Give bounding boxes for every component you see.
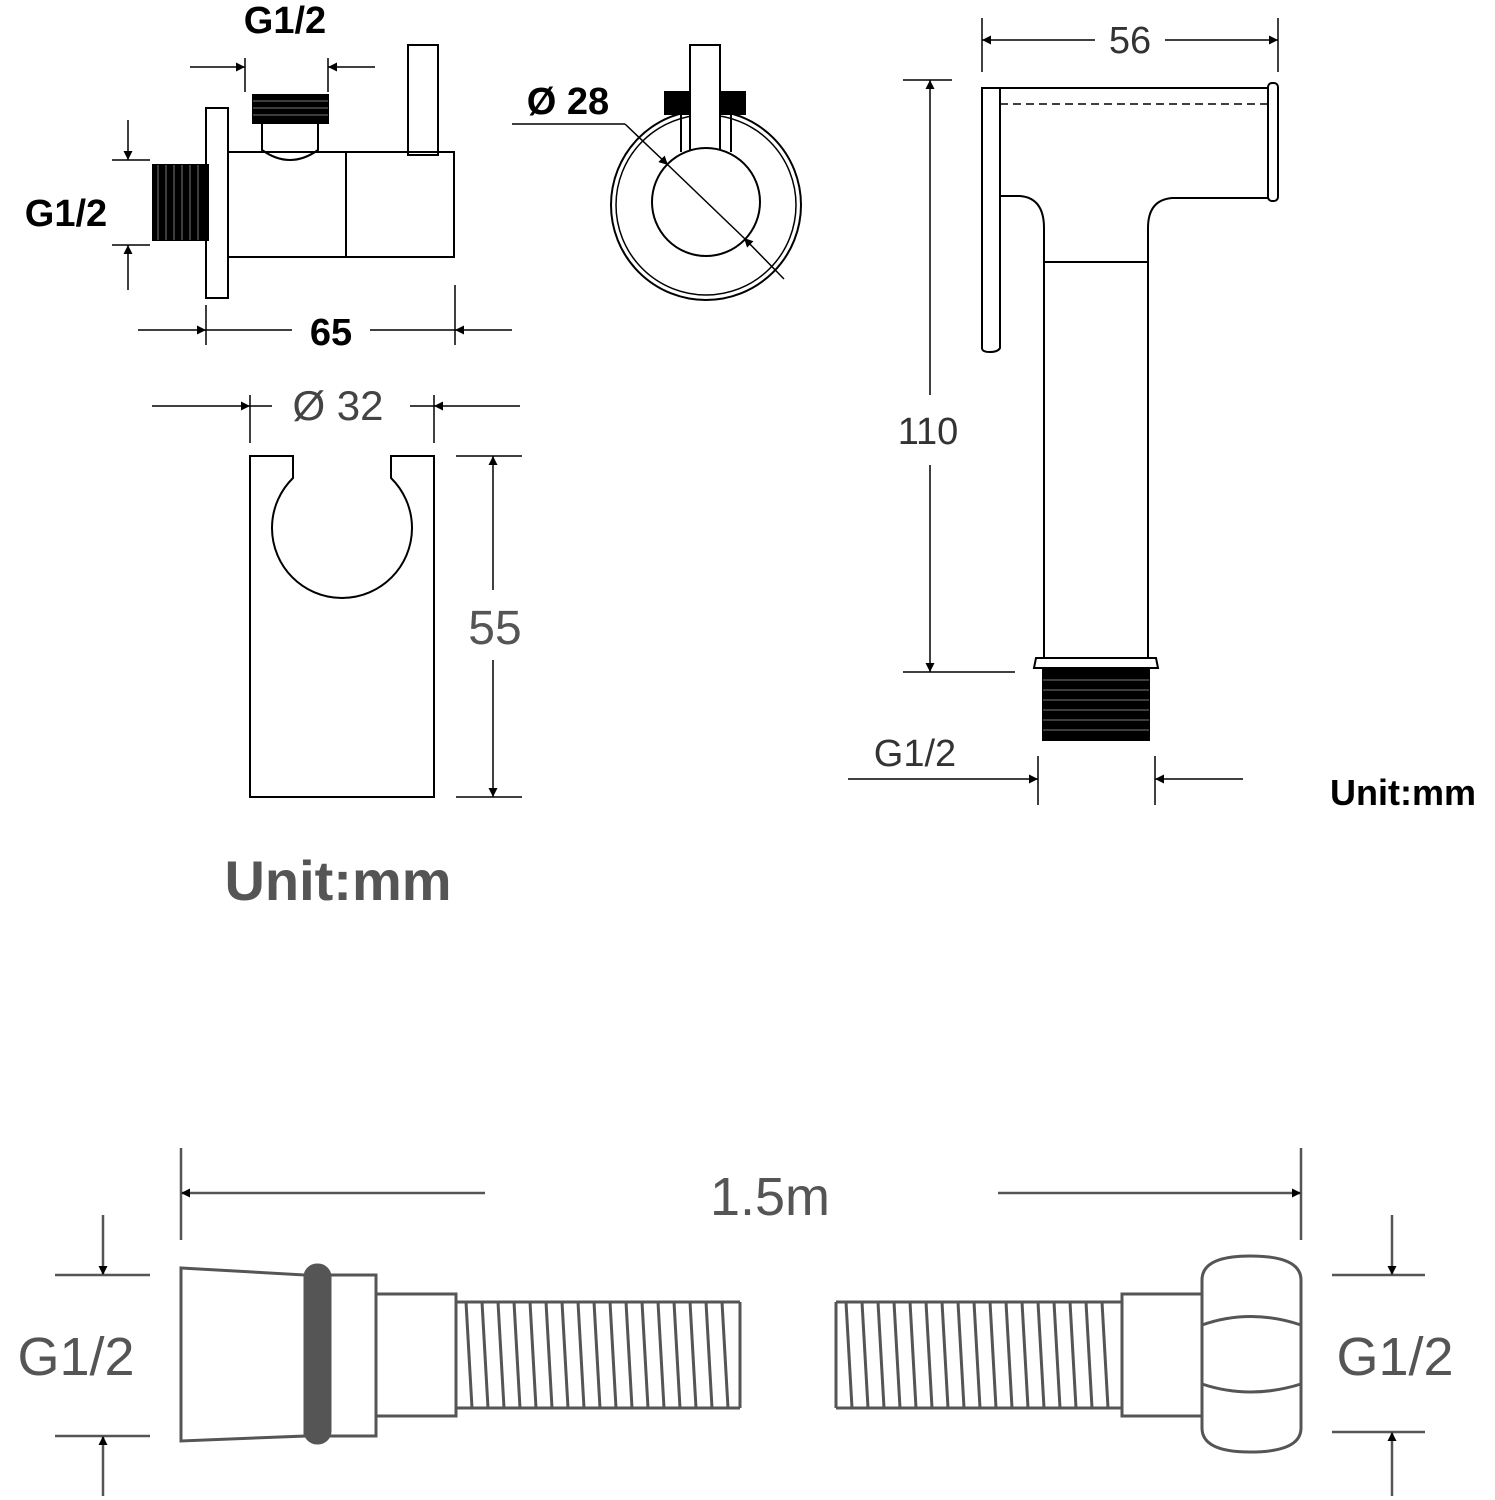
valve-length-label: 65 — [310, 312, 352, 354]
valve-front-dimension — [512, 123, 785, 280]
valve-top-thread-label: G1/2 — [244, 0, 326, 42]
sprayer-nozzle-cap — [1267, 82, 1279, 202]
valve-front-lever — [689, 44, 721, 156]
valve-flange — [205, 107, 229, 299]
hose-left-cone-nut — [179, 1266, 307, 1443]
sprayer-height-label: 110 — [898, 411, 959, 453]
valve-side-thread-label: G1/2 — [25, 193, 107, 235]
holder-width-label: Ø 32 — [292, 382, 383, 429]
valve-inlet-thread — [152, 164, 209, 241]
hose-right-corrugation — [834, 1300, 1122, 1410]
hose-left-corrugation — [456, 1300, 742, 1410]
hose-dimension — [179, 1148, 1303, 1240]
valve-front-diameter-label: Ø 28 — [527, 81, 609, 123]
valve-outlet-thread — [252, 94, 329, 124]
valve-dimensions — [112, 58, 512, 345]
hose-right-hex-nut — [1200, 1254, 1303, 1454]
valve-body — [227, 151, 347, 258]
sprayer-collar — [1032, 657, 1160, 669]
sprayer-width-label: 56 — [1109, 20, 1151, 62]
holder-height-label: 55 — [468, 602, 521, 655]
sprayer-drawing — [981, 82, 1279, 741]
hose-thread-dimensions — [55, 1215, 1425, 1496]
sprayer-head — [981, 87, 1269, 354]
holder-dimensions — [152, 395, 522, 798]
valve-outlet-neck — [261, 122, 319, 161]
valve-front-view — [610, 44, 802, 301]
valve-handle-cylinder — [345, 151, 455, 258]
hose-right-end — [1120, 1254, 1303, 1454]
sprayer-thread-label: G1/2 — [874, 733, 956, 775]
holder-unit-label: Unit:mm — [224, 849, 451, 912]
holder-drawing — [249, 455, 435, 798]
hose-right-sleeve — [1120, 1292, 1204, 1418]
valve-side-view — [152, 44, 455, 299]
hose-right-thread-label: G1/2 — [1336, 1327, 1453, 1387]
sprayer-unit-label: Unit:mm — [1330, 772, 1476, 813]
hose-left-washer — [303, 1263, 332, 1445]
sprayer-dimensions — [848, 18, 1279, 805]
hose-length-label: 1.5m — [710, 1167, 830, 1227]
valve-lever — [407, 44, 439, 156]
sprayer-bottom-thread — [1042, 669, 1150, 741]
hose-left-sleeve — [374, 1292, 458, 1418]
holder-body — [249, 455, 435, 798]
hose-left-thread-label: G1/2 — [17, 1327, 134, 1387]
hose-left-end — [179, 1263, 458, 1445]
sprayer-handle — [1043, 261, 1149, 659]
